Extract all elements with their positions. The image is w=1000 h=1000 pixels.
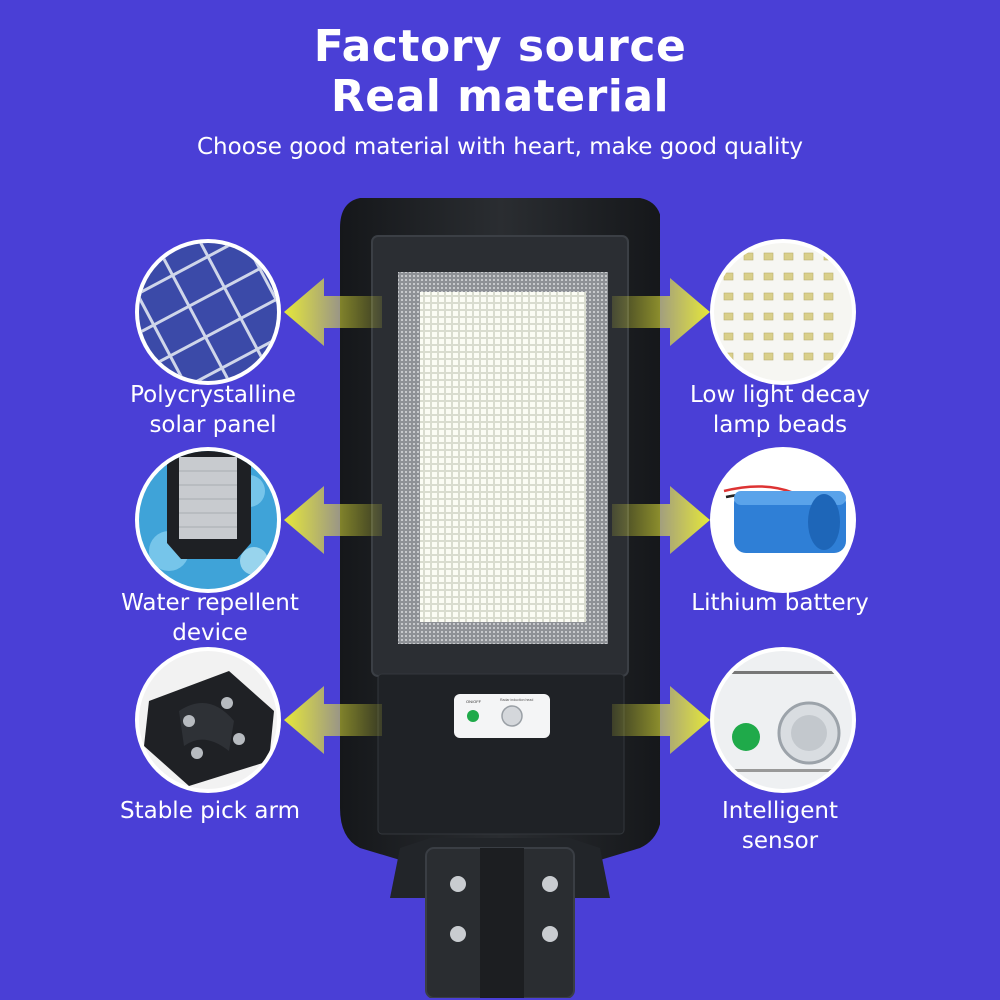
arrow-right-icon [612,686,710,754]
feature-label-battery: Lithium battery [691,590,869,616]
feature-label-sensor: Intelligent sensor [721,798,839,854]
arrow-right-icon [612,486,710,554]
sensor-label: Radar induction head [500,698,533,702]
battery-icon [714,451,852,589]
arrow-left-icon [284,486,382,554]
headline-line-1: Factory source [313,21,687,72]
mount-arm-icon [139,651,277,789]
subtitle: Choose good material with heart, make go… [196,134,803,160]
feature-label-water-repellent: Water repellent device [121,590,299,646]
switch-label: ON/OFF [466,699,482,704]
arrow-left-icon [284,686,382,754]
arrow-right-icon [612,278,710,346]
water-drop-panel-icon [139,451,277,589]
sensor-icon [714,651,852,789]
feature-label-solar-panel: Polycrystalline solar panel [130,382,296,438]
solar-panel-icon [139,243,277,381]
led-beads-icon [714,243,852,381]
arrow-left-icon [284,278,382,346]
headline-line-2: Real material [330,71,670,122]
street-lamp-image: ON/OFF Radar induction head [340,198,660,998]
feature-label-lamp-beads: Low light decay lamp beads [690,382,870,438]
feature-label-pick-arm: Stable pick arm [120,798,300,824]
